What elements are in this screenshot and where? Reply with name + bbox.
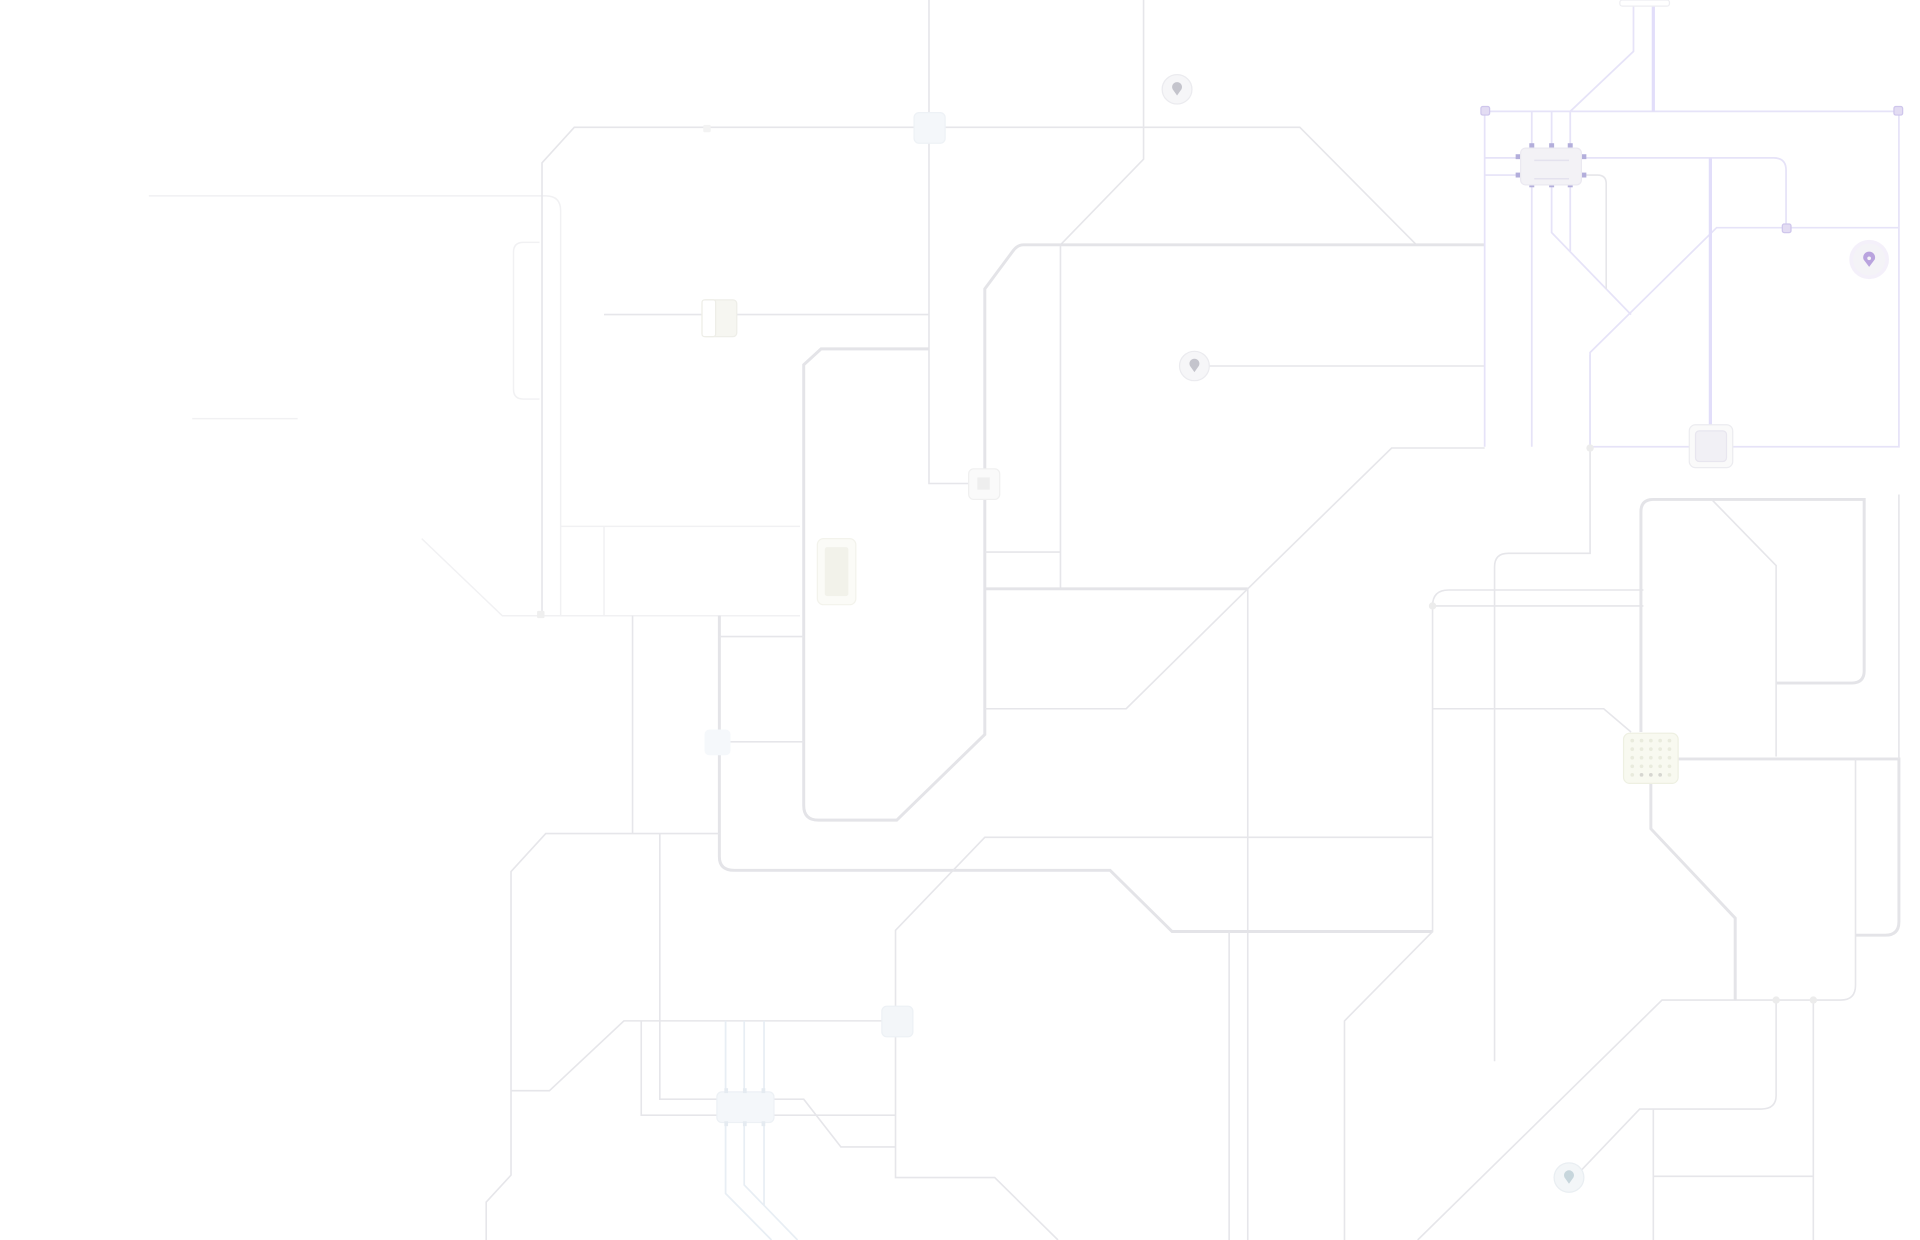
led-dot [1630, 747, 1635, 751]
led-dot [1630, 764, 1635, 769]
faded-traces [148, 195, 800, 617]
map-pin-icon [1553, 1162, 1585, 1193]
led-dot [1639, 747, 1644, 751]
led-dot [1648, 738, 1653, 743]
led-dot [1658, 764, 1663, 769]
connector-icon [1893, 105, 1904, 116]
map-pin-icon [1178, 350, 1210, 382]
connector-icon [1772, 996, 1780, 1004]
led-dot [1648, 755, 1653, 760]
connector-icon [701, 299, 738, 338]
node-square-icon [881, 1005, 914, 1038]
connector-icon [1619, 0, 1671, 7]
led-dot [1639, 773, 1644, 777]
connector-icon [816, 537, 857, 606]
chip-icon [1515, 143, 1587, 188]
led-dot [1658, 747, 1663, 751]
node-square-icon [968, 468, 1001, 501]
node-square-icon [1688, 424, 1734, 469]
map-pin-icon [1849, 239, 1889, 280]
led-dot [1648, 764, 1653, 769]
led-dot [1630, 738, 1635, 743]
map-pin-icon [1161, 74, 1193, 105]
led-grid-icon [1622, 732, 1679, 785]
led-dot [1648, 773, 1653, 777]
led-dot [1658, 755, 1663, 760]
led-dot [1639, 755, 1644, 760]
led-dot [1639, 738, 1644, 743]
gray-traces [485, 0, 1901, 1240]
led-dot [1667, 773, 1672, 777]
nodes [537, 0, 1904, 1193]
led-dot [1658, 773, 1663, 777]
connector-icon [703, 124, 711, 133]
led-dot [1648, 747, 1653, 751]
led-dot [1667, 755, 1672, 760]
connector-icon [1480, 105, 1491, 116]
led-dot [1630, 755, 1635, 760]
connector-icon [1428, 602, 1437, 610]
connector-icon [1781, 223, 1792, 234]
purple-traces [1483, 0, 1900, 448]
led-dot [1667, 738, 1672, 743]
led-dot [1667, 747, 1672, 751]
connector-icon [537, 610, 545, 619]
node-square-icon [704, 729, 731, 756]
led-dot [1667, 764, 1672, 769]
led-dot [1639, 764, 1644, 769]
led-dot [1630, 773, 1635, 777]
node-square-icon [913, 112, 946, 144]
blue-traces [724, 1020, 799, 1240]
connector-icon [1586, 444, 1594, 452]
connector-icon [1809, 996, 1818, 1004]
led-dot [1658, 738, 1663, 743]
chip-icon [716, 1088, 775, 1127]
